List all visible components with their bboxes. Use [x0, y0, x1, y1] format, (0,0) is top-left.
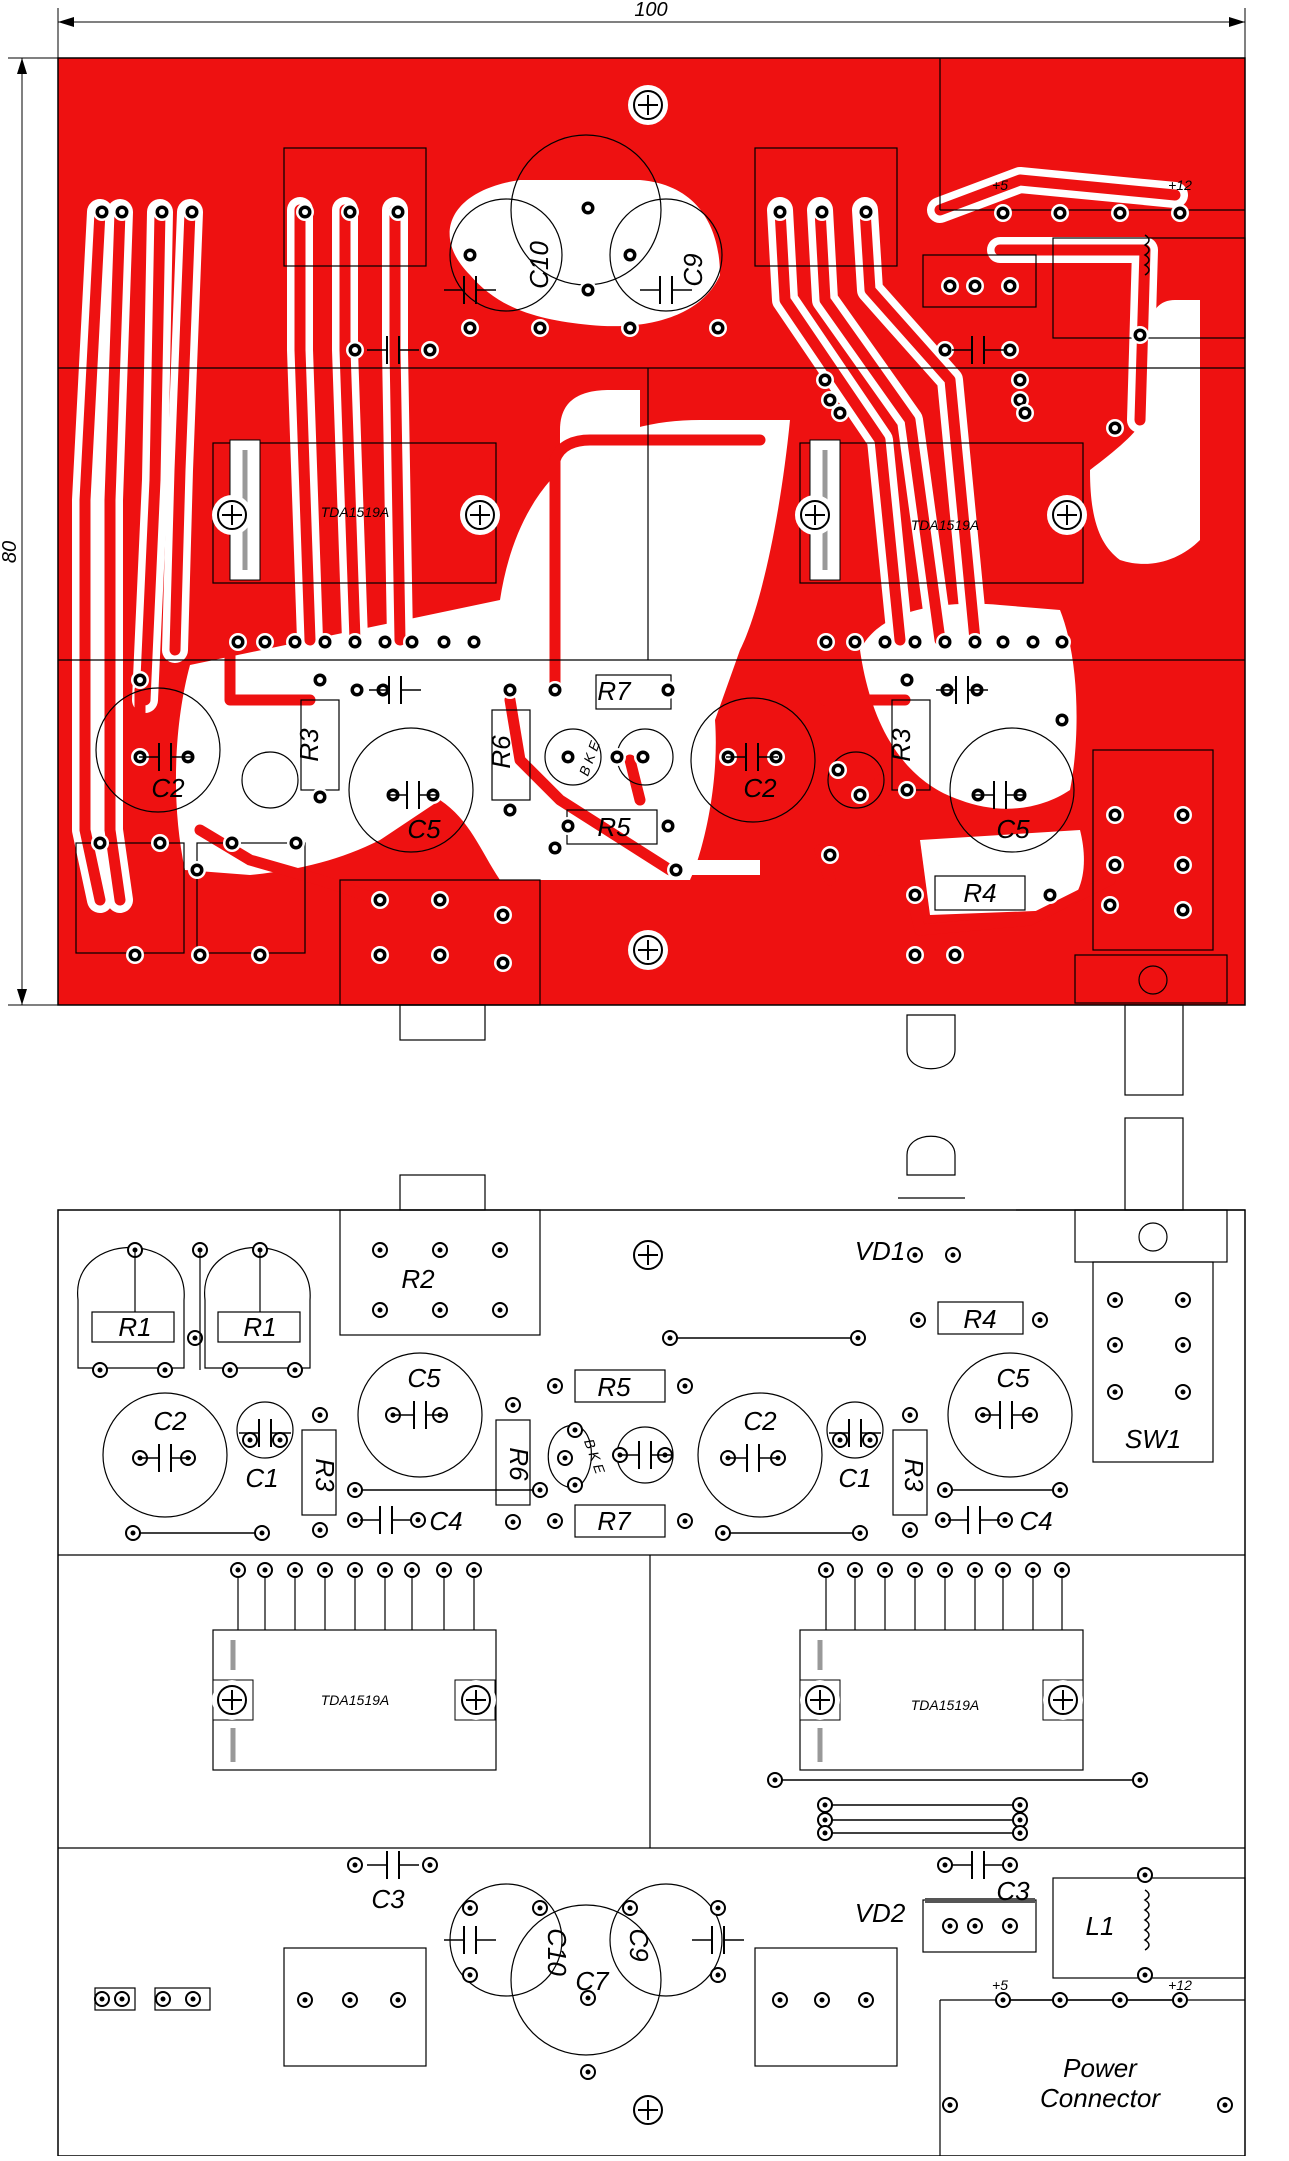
label-c5-left: C5 [407, 814, 441, 844]
label-c9: C9 [678, 253, 708, 286]
label-c3-left: C3 [371, 1884, 405, 1914]
label-r4-component: R4 [963, 1304, 996, 1334]
label-r7-component: R7 [597, 1506, 632, 1536]
label-vd2: VD2 [855, 1898, 906, 1928]
label-plus12-component: +12 [1168, 1977, 1192, 1993]
label-c4-left: C4 [429, 1506, 462, 1536]
chip-label-right-component: TDA1519A [911, 1697, 979, 1713]
label-r6: R6 [486, 735, 516, 769]
label-c2-left-component: C2 [153, 1406, 187, 1436]
label-sw1: SW1 [1125, 1424, 1181, 1454]
label-r5-component: R5 [597, 1372, 631, 1402]
jumper-wires [133, 1337, 1180, 2001]
mounting-hole-icon [211, 494, 253, 536]
label-c7: C7 [575, 1966, 610, 1996]
label-l1: L1 [1086, 1911, 1115, 1941]
copper-side: TDA1519A TDA1519A C10 C9 R3 R6 R7 R5 C2 … [57, 57, 1246, 1096]
label-r3-right: R3 [886, 728, 916, 762]
label-r3-left-component: R3 [310, 1458, 340, 1492]
label-c5-left-component: C5 [407, 1363, 441, 1393]
label-c1-left: C1 [245, 1463, 278, 1493]
label-c10: C10 [524, 241, 554, 289]
mounting-hole-icon [459, 494, 501, 536]
label-r3-right-component: R3 [899, 1458, 929, 1492]
label-c9-component: C9 [624, 1928, 654, 1961]
label-c1-right: C1 [838, 1463, 871, 1493]
mounting-hole-icon [1046, 494, 1088, 536]
dimension-width: 100 [57, 0, 1246, 58]
label-c10-component: C10 [542, 1928, 572, 1976]
mounting-hole-icon [627, 1234, 669, 1276]
label-power-connector-line1: Power [1063, 2053, 1138, 2083]
label-c2-right: C2 [743, 773, 777, 803]
dimension-width-label: 100 [634, 0, 667, 21]
label-r2: R2 [401, 1264, 435, 1294]
chip-label-right-copper: TDA1519A [911, 517, 979, 533]
label-c2-right-component: C2 [743, 1406, 777, 1436]
label-r1-a: R1 [118, 1312, 151, 1342]
label-c2-left: C2 [151, 773, 185, 803]
inductor-icon [1143, 1889, 1150, 1951]
mounting-hole-icon [794, 494, 836, 536]
mounting-hole-icon [455, 1679, 497, 1721]
component-side: TDA1519A TDA1519A VD1 R2 R4 R5 R7 R6 R1 … [57, 1117, 1246, 2157]
chip-label-left-component: TDA1519A [321, 1692, 389, 1708]
label-r4: R4 [963, 878, 996, 908]
mounting-hole-icon [627, 929, 669, 971]
label-r1-b: R1 [243, 1312, 276, 1342]
mounting-hole-icon [211, 1679, 253, 1721]
label-c3-right: C3 [996, 1876, 1030, 1906]
chip-label-left-copper: TDA1519A [321, 504, 389, 520]
label-c4-right: C4 [1019, 1506, 1052, 1536]
label-r3-left: R3 [294, 728, 324, 762]
mounting-hole-icon [627, 2089, 669, 2131]
label-r7: R7 [597, 676, 632, 706]
label-c5-right-component: C5 [996, 1363, 1030, 1393]
inductor-icon [1143, 234, 1150, 276]
dimension-height: 80 [0, 57, 58, 1006]
label-plus5-component: +5 [992, 1977, 1008, 1993]
label-r5: R5 [597, 812, 631, 842]
label-c5-right: C5 [996, 814, 1030, 844]
dimension-height-label: 80 [0, 541, 21, 563]
mounting-hole-icon [799, 1679, 841, 1721]
chip-leads [134, 1250, 1063, 1630]
label-plus5-copper: +5 [992, 177, 1008, 193]
mounting-hole-icon [627, 84, 669, 126]
label-r6-component: R6 [504, 1447, 534, 1481]
mounting-hole-icon [1042, 1679, 1084, 1721]
label-vd1: VD1 [855, 1236, 906, 1266]
label-plus12-copper: +12 [1168, 177, 1192, 193]
label-power-connector-line2: Connector [1040, 2083, 1161, 2113]
copper-traces [79, 174, 1181, 936]
